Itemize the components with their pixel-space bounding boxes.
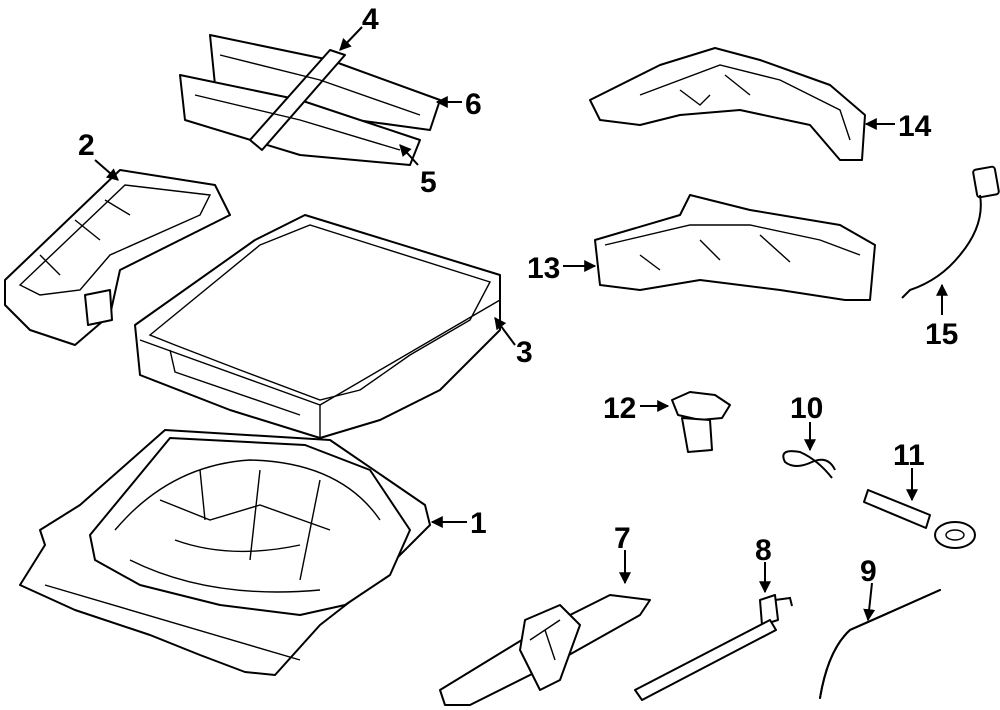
callout-9: 9 <box>860 555 877 588</box>
callout-labels: 1 2 3 4 5 6 7 8 9 10 11 12 13 14 15 <box>78 3 958 588</box>
callout-6: 6 <box>465 88 482 121</box>
part-8-jack-handle <box>634 594 793 701</box>
part-4-5-6-divider-panels <box>179 34 441 166</box>
callout-3: 3 <box>516 336 533 369</box>
part-7-jack <box>439 594 651 706</box>
callout-15: 15 <box>925 318 958 351</box>
callout-4: 4 <box>362 3 379 36</box>
callout-11: 11 <box>893 439 925 472</box>
part-12-plug <box>671 391 731 453</box>
part-2-left-storage-tray <box>4 169 231 346</box>
callout-10: 10 <box>790 392 823 425</box>
part-9-lug-wrench <box>819 589 941 699</box>
callout-5: 5 <box>420 166 437 199</box>
part-14-upper-foam-block <box>589 47 866 161</box>
part-3-floor-insert <box>134 214 501 439</box>
callout-2: 2 <box>78 129 95 162</box>
callout-12: 12 <box>603 392 636 425</box>
part-11-tow-hook <box>863 489 976 549</box>
part-13-lower-foam-block <box>594 194 876 301</box>
callout-8: 8 <box>755 534 772 567</box>
part-15-strap <box>901 165 1000 299</box>
part-10-clip <box>782 450 836 479</box>
callout-7: 7 <box>614 522 631 555</box>
leader-lines <box>94 26 948 622</box>
callout-13: 13 <box>527 252 560 285</box>
callout-1: 1 <box>470 507 487 540</box>
callout-14: 14 <box>898 110 932 143</box>
part-1-trunk-floor-pan <box>19 429 431 676</box>
